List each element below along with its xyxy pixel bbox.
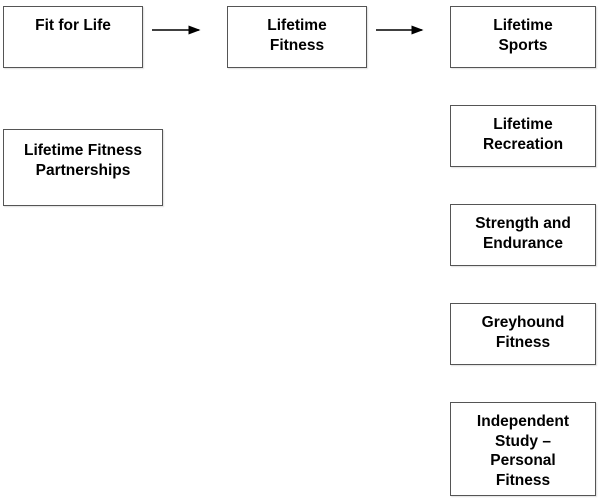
node-lifetime-sports: Lifetime Sports	[450, 6, 596, 68]
node-independent-study: Independent Study – Personal Fitness	[450, 402, 596, 496]
node-greyhound-fitness-label: Greyhound Fitness	[481, 314, 565, 351]
node-lifetime-fitness: Lifetime Fitness	[227, 6, 367, 68]
node-greyhound-fitness: Greyhound Fitness	[450, 303, 596, 365]
node-fit-for-life: Fit for Life	[3, 6, 143, 68]
node-lifetime-recreation-label: Lifetime Recreation	[482, 116, 564, 153]
node-fit-for-life-label: Fit for Life	[35, 17, 111, 34]
node-lifetime-sports-label: Lifetime Sports	[493, 17, 553, 54]
node-independent-study-label: Independent Study – Personal Fitness	[476, 413, 570, 489]
node-lifetime-fitness-partnerships-label: Lifetime Fitness Partnerships	[24, 142, 142, 179]
node-lifetime-fitness-label: Lifetime Fitness	[267, 17, 327, 54]
node-strength-and-endurance: Strength and Endurance	[450, 204, 596, 266]
node-strength-and-endurance-label: Strength and Endurance	[475, 215, 571, 252]
node-lifetime-fitness-partnerships: Lifetime Fitness Partnerships	[3, 129, 163, 206]
node-lifetime-recreation: Lifetime Recreation	[450, 105, 596, 167]
